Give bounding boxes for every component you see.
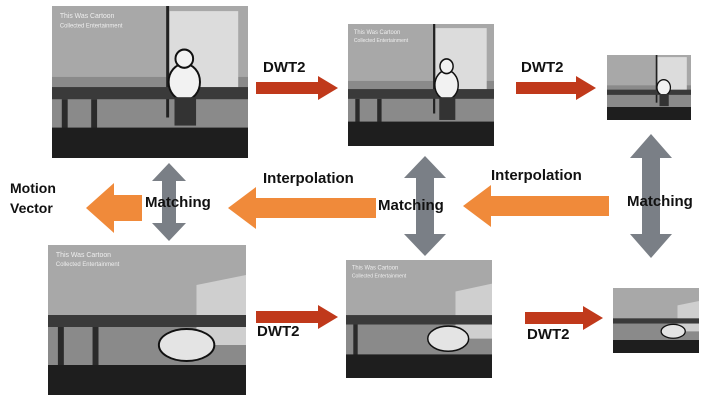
motion-vector-arrow — [86, 183, 142, 233]
watermark-text: This Was Cartoon — [60, 13, 115, 20]
watermark-text: Collected Entertainment — [352, 273, 407, 279]
dwt2-label-bottom-1: DWT2 — [257, 323, 300, 340]
dwt2-label-bottom-2: DWT2 — [527, 326, 570, 343]
watermark-text: This Was Cartoon — [56, 252, 111, 259]
matching-label-left: Matching — [145, 194, 211, 211]
matching-label-right: Matching — [627, 193, 693, 210]
watermark-text: Collected Entertainment — [56, 262, 120, 268]
dwt2-arrow-bottom-2 — [525, 306, 603, 330]
frame-bottom-level1: This Was Cartoon Collected Entertainment — [346, 260, 492, 378]
watermark-text: This Was Cartoon — [354, 28, 401, 35]
motion-vector-label-line1: Motion — [10, 180, 56, 196]
watermark-text: Collected Entertainment — [354, 38, 409, 44]
interpolation-arrow-left — [228, 187, 376, 229]
frame-bottom-level0: This Was Cartoon Collected Entertainment — [48, 245, 246, 395]
interpolation-arrow-right — [463, 185, 609, 227]
frame-top-level2 — [607, 55, 691, 120]
frame-top-level0: This Was Cartoon Collected Entertainment — [52, 6, 248, 158]
frame-bottom-level2 — [613, 288, 699, 353]
motion-vector-label-line2: Vector — [10, 200, 53, 216]
watermark-text: Collected Entertainment — [60, 23, 123, 29]
matching-arrow-left — [152, 163, 186, 241]
matching-arrow-right — [630, 134, 672, 258]
dwt2-arrow-top-2 — [516, 76, 596, 100]
watermark-text: This Was Cartoon — [352, 265, 398, 271]
dwt2-arrow-bottom-1 — [256, 305, 338, 329]
dwt2-label-top-1: DWT2 — [263, 59, 306, 76]
dwt2-arrow-top-1 — [256, 76, 338, 100]
matching-label-center: Matching — [378, 197, 444, 214]
interpolation-label-left: Interpolation — [263, 170, 354, 187]
dwt2-label-top-2: DWT2 — [521, 59, 564, 76]
interpolation-label-right: Interpolation — [491, 167, 582, 184]
motion-vector-label: Motion Vector — [10, 178, 56, 218]
frame-top-level1: This Was Cartoon Collected Entertainment — [348, 24, 494, 146]
matching-arrow-center — [404, 156, 446, 256]
